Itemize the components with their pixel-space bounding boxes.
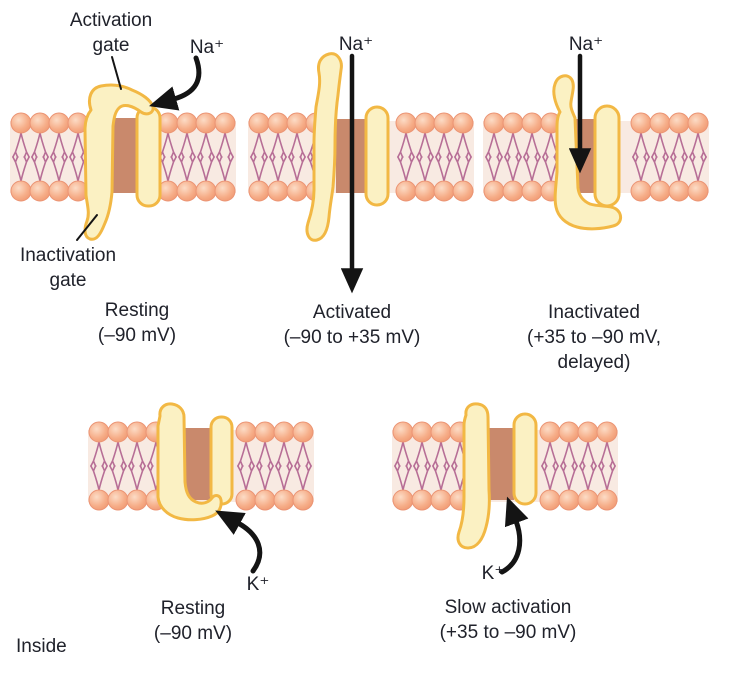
- caption-voltage: (+35 to –90 mV,: [527, 327, 661, 348]
- caption-state: Resting: [160, 598, 226, 619]
- caption-voltage: (–90 mV): [153, 623, 233, 644]
- caption-voltage: (–90 mV): [97, 325, 177, 346]
- activation-gate-pointer: [111, 56, 122, 90]
- caption-voltage: (+35 to –90 mV): [439, 622, 577, 643]
- inactivation-gate-pointer: [76, 214, 98, 241]
- caption-state: Activated: [312, 302, 392, 323]
- caption-state: Slow activation: [444, 597, 572, 618]
- na-channel-inactivated: [552, 74, 622, 231]
- ion-label-na-inactivated: Na⁺: [568, 34, 604, 55]
- na-channel-activated: [305, 52, 390, 242]
- caption-state: Resting: [104, 300, 170, 321]
- caption-voltage: (–90 to +35 mV): [283, 327, 421, 348]
- k-flux-arrow: [499, 496, 529, 575]
- caption-k-resting: Resting (–90 mV): [113, 596, 273, 646]
- ion-label-na-activated: Na⁺: [338, 34, 374, 55]
- ion-label-k-resting: K⁺: [246, 574, 270, 595]
- caption-na-inactivated: Inactivated (+35 to –90 mV, delayed): [504, 300, 684, 375]
- inside-label: Inside: [16, 636, 67, 657]
- inactivation-gate-label: Inactivation gate: [19, 245, 117, 291]
- ion-label-k-slow: K⁺: [481, 563, 505, 584]
- na-channel-resting: [83, 83, 162, 241]
- activation-gate-label: Activation gate: [69, 10, 153, 56]
- caption-note: delayed): [557, 352, 631, 373]
- k-channel-resting: [156, 402, 234, 522]
- caption-k-slow: Slow activation (+35 to –90 mV): [418, 595, 598, 645]
- caption-na-activated: Activated (–90 to +35 mV): [266, 300, 438, 350]
- ion-label-na-resting: Na⁺: [189, 37, 225, 58]
- k-blocked-arrow: [215, 510, 263, 574]
- caption-na-resting: Resting (–90 mV): [57, 298, 217, 348]
- na-entry-arrow: [149, 55, 202, 111]
- k-channel-slow-activation: [456, 402, 538, 550]
- caption-state: Inactivated: [548, 302, 640, 323]
